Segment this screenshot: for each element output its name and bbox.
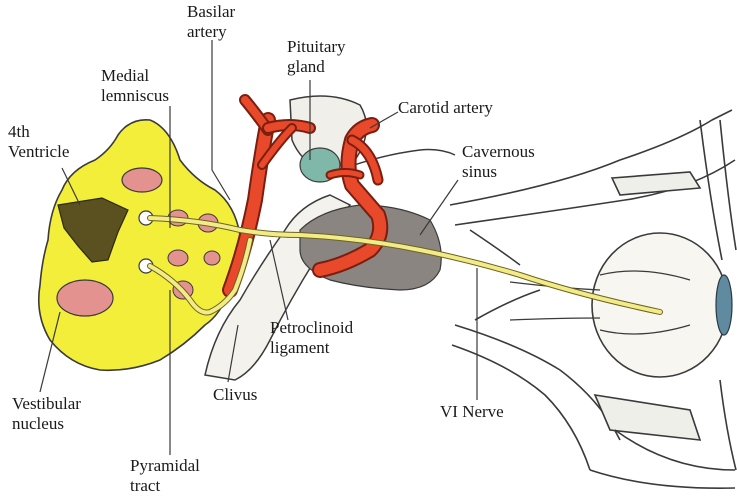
leader-basilar xyxy=(212,40,230,200)
label-vi-nerve: VI Nerve xyxy=(440,402,504,422)
leader-cavernous xyxy=(420,180,458,235)
nucleus-upper xyxy=(122,168,162,192)
vestibular-nucleus-shape xyxy=(57,280,113,316)
label-carotid-artery: Carotid artery xyxy=(398,98,493,118)
iris xyxy=(716,275,732,335)
label-clivus: Clivus xyxy=(213,385,257,405)
